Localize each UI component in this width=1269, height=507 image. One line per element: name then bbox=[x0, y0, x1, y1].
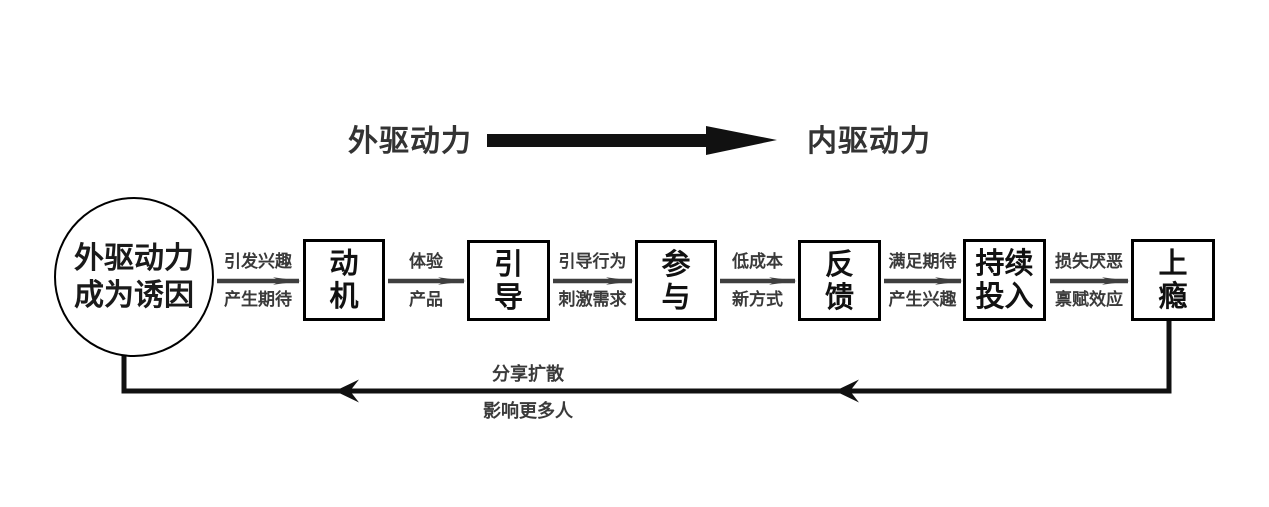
trigger-circle: 外驱动力 成为诱因 bbox=[54, 197, 214, 357]
feedback-loop-arrowhead-left bbox=[335, 379, 359, 403]
stage-label-line1: 持续 bbox=[975, 246, 1034, 280]
feedback-loop-arrowhead-right bbox=[835, 379, 859, 403]
transition-1-bottom-label: 产生期待 bbox=[224, 290, 292, 310]
stage-label-line1: 引 bbox=[493, 246, 523, 281]
header-right-label: 内驱动力 bbox=[807, 124, 931, 159]
stage-box-motivation: 动 机 bbox=[303, 239, 385, 321]
stage-label-line2: 瘾 bbox=[1158, 279, 1188, 313]
header-left-label: 外驱动力 bbox=[348, 124, 472, 159]
transition-4-top-label: 低成本 bbox=[732, 252, 783, 272]
stage-box-participation: 参 与 bbox=[635, 240, 717, 321]
stage-label-line1: 反 bbox=[824, 246, 854, 281]
feedback-loop-bottom-label: 影响更多人 bbox=[483, 401, 573, 422]
external-to-internal-arrow-icon bbox=[487, 126, 777, 155]
stage-label-line2: 投入 bbox=[975, 279, 1034, 313]
transition-2-bottom-label: 产品 bbox=[409, 290, 443, 310]
stage-label-line2: 馈 bbox=[824, 279, 854, 314]
transition-3-bottom-label: 刺激需求 bbox=[558, 290, 627, 310]
stage-box-continuous-investment: 持续 投入 bbox=[963, 239, 1046, 321]
stage-label-line2: 机 bbox=[329, 279, 359, 313]
stage-label-line1: 参 bbox=[661, 246, 691, 281]
trigger-circle-line2: 成为诱因 bbox=[74, 278, 194, 313]
stage-box-addiction: 上 瘾 bbox=[1131, 239, 1215, 321]
transition-3-top-label: 引导行为 bbox=[558, 252, 627, 272]
stage-label-line2: 与 bbox=[661, 279, 691, 314]
feedback-loop-line bbox=[121, 321, 1172, 394]
stage-box-feedback: 反 馈 bbox=[798, 240, 881, 321]
transition-5-bottom-label: 产生兴趣 bbox=[888, 290, 957, 310]
transition-2-top-label: 体验 bbox=[409, 252, 443, 272]
transition-6-top-label: 损失厌恶 bbox=[1055, 252, 1123, 272]
stage-label-line1: 动 bbox=[329, 246, 359, 280]
transition-4-bottom-label: 新方式 bbox=[732, 290, 783, 310]
transition-1-top-label: 引发兴趣 bbox=[224, 252, 292, 272]
transition-6-bottom-label: 禀赋效应 bbox=[1055, 290, 1123, 310]
stage-label-line1: 上 bbox=[1158, 246, 1188, 280]
transition-5-top-label: 满足期待 bbox=[888, 252, 957, 272]
trigger-circle-line1: 外驱动力 bbox=[74, 241, 194, 276]
stage-box-guidance: 引 导 bbox=[467, 240, 550, 321]
feedback-loop-top-label: 分享扩散 bbox=[492, 364, 564, 385]
stage-label-line2: 导 bbox=[493, 279, 523, 314]
